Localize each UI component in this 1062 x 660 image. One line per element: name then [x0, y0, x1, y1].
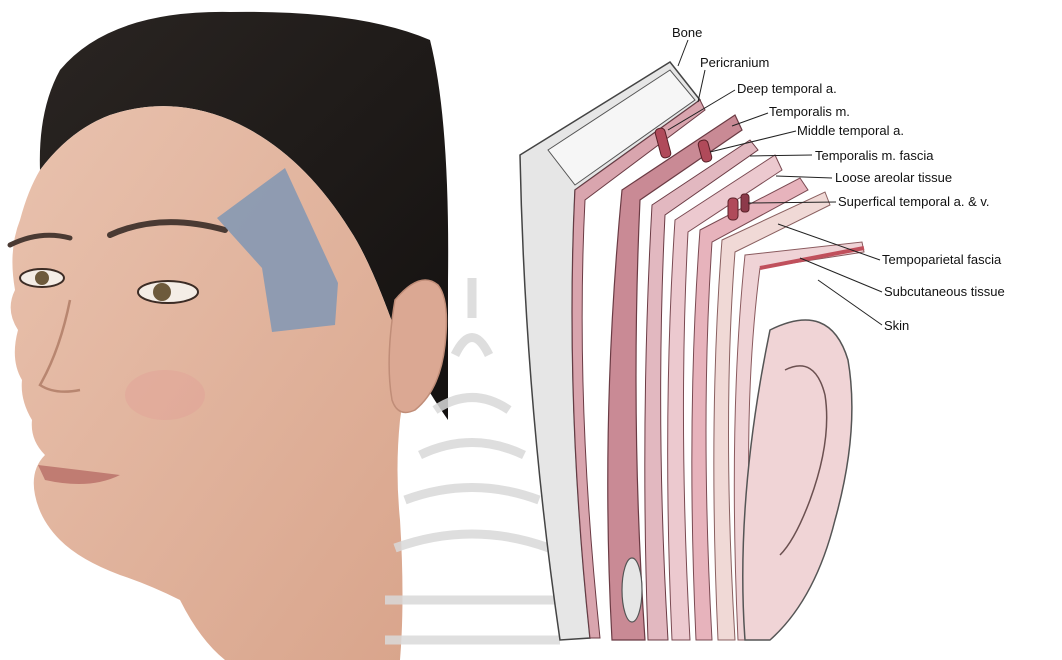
label-loose-areolar-tissue: Loose areolar tissue	[835, 170, 952, 185]
label-subcutaneous-tissue: Subcutaneous tissue	[884, 284, 1005, 299]
label-temporoparietal-fascia: Tempoparietal fascia	[882, 252, 1002, 267]
label-bone: Bone	[672, 25, 702, 40]
temporal-layers-diagram	[520, 62, 864, 640]
leader-loose-areolar	[776, 176, 832, 178]
right-iris	[153, 283, 171, 301]
label-temporalis-m-fascia: Temporalis m. fascia	[815, 148, 934, 163]
label-superficial-temporal: Superfical temporal a. & v.	[838, 194, 990, 209]
leader-pericranium	[698, 70, 705, 102]
label-pericranium: Pericranium	[700, 55, 769, 70]
cheek-blush	[125, 370, 205, 420]
leader-skin	[818, 280, 882, 325]
leader-bone	[678, 40, 688, 66]
label-middle-temporal-a: Middle temporal a.	[797, 123, 904, 138]
parotid-oval	[622, 558, 642, 622]
label-skin: Skin	[884, 318, 909, 333]
label-deep-temporal-a: Deep temporal a.	[737, 81, 837, 96]
diagram-ear	[743, 320, 852, 640]
left-iris	[35, 271, 49, 285]
face-photo	[0, 0, 448, 660]
label-temporalis-m: Temporalis m.	[769, 104, 850, 119]
leader-temporalis-fascia	[750, 155, 812, 156]
leader-subcutaneous	[800, 258, 882, 292]
